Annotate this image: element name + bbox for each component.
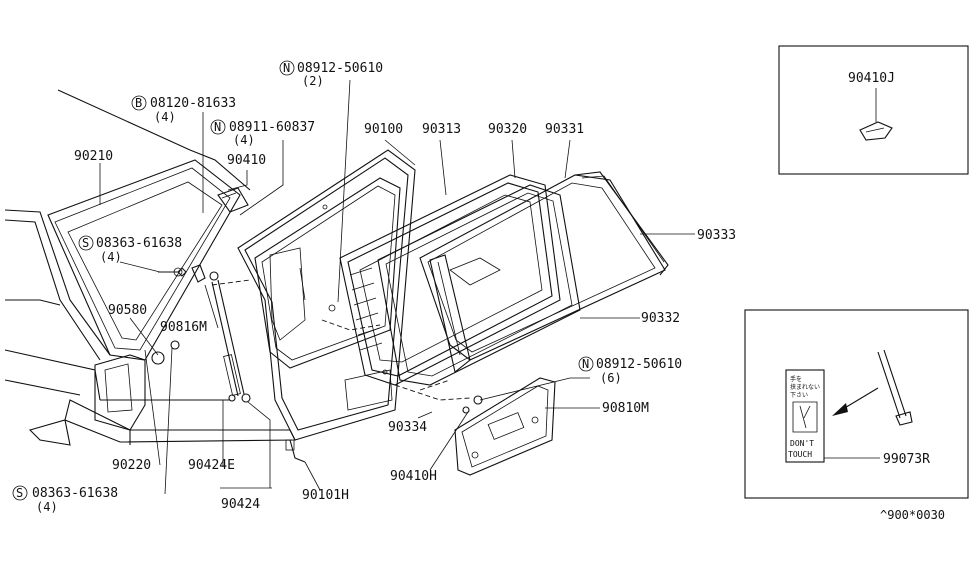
gas-stay (151, 264, 306, 463)
label-90410J: 90410J (848, 71, 895, 86)
label-90810M: 90810M (602, 401, 649, 416)
screw-s-icon (78, 235, 94, 251)
label-99073R: 99073R (883, 452, 930, 467)
prefix-b: B (135, 96, 142, 110)
label-90334: 90334 (388, 420, 427, 435)
qty-08120: (4) (154, 110, 176, 124)
inset-99073r: 手を 挟まれない 下さい DON'T TOUCH 99073R (744, 309, 969, 499)
back-door-panel (237, 149, 416, 441)
label-90320: 90320 (488, 122, 527, 137)
screw-s-icon (12, 485, 28, 501)
bolt-b-icon (131, 95, 147, 111)
footer-code: ^900*0030 (880, 508, 945, 522)
qty-08912-right: (6) (600, 371, 622, 385)
qty-08363-bottom: (4) (36, 500, 58, 514)
prefix-s-2: S (16, 486, 23, 500)
label-90410H: 90410H (390, 469, 437, 484)
qty-08911: (4) (233, 133, 255, 147)
arrow-head-icon (832, 403, 848, 416)
label-90816M: 90816M (160, 320, 207, 335)
nut-n-icon (279, 60, 295, 76)
sticker-line1: 手を (790, 375, 802, 383)
label-90333: 90333 (697, 228, 736, 243)
sticker-line2: 挟まれない (790, 383, 820, 391)
sticker-touch: TOUCH (788, 450, 812, 459)
sticker-dont: DON'T (790, 439, 814, 448)
label-90410: 90410 (227, 153, 266, 168)
assembly-dashes (211, 279, 471, 401)
label-08911-60837: 08911-60837 (229, 120, 315, 135)
label-08120-81633: 08120-81633 (150, 96, 236, 111)
vehicle-body (4, 89, 296, 446)
clip-90410j (859, 121, 893, 141)
prefix-s-1: S (82, 236, 89, 250)
nut-n-icon (210, 119, 226, 135)
label-90332: 90332 (641, 311, 680, 326)
qty-08912-top: (2) (302, 74, 324, 88)
inset-90410j: 90410J (778, 45, 969, 175)
license-garnish (454, 377, 556, 476)
sticker-line3: 下さい (790, 392, 808, 399)
glass-frames (339, 171, 669, 386)
label-90313: 90313 (422, 122, 461, 137)
caution-label (785, 369, 825, 463)
qty-08363-top: (4) (100, 250, 122, 264)
label-90424E: 90424E (188, 458, 235, 473)
label-90424: 90424 (221, 497, 260, 512)
label-08363-61638-top: 08363-61638 (96, 236, 182, 251)
label-90101H: 90101H (302, 488, 349, 503)
prefix-n-1: N (214, 120, 221, 134)
part-labels: 90210 B 08120-81633 (4) N 08911-60837 (4… (12, 60, 736, 514)
prefix-n-3: N (582, 357, 589, 371)
label-90580: 90580 (108, 303, 147, 318)
label-08912-50610-top: 08912-50610 (297, 61, 383, 76)
nut-n-icon (578, 356, 594, 372)
label-08363-61638-bottom: 08363-61638 (32, 486, 118, 501)
leader-lines (99, 79, 695, 495)
prefix-n-2: N (283, 61, 290, 75)
label-08912-50610-right: 08912-50610 (596, 357, 682, 372)
label-90220: 90220 (112, 458, 151, 473)
label-90210: 90210 (74, 149, 113, 164)
label-90100: 90100 (364, 122, 403, 137)
label-90331: 90331 (545, 122, 584, 137)
